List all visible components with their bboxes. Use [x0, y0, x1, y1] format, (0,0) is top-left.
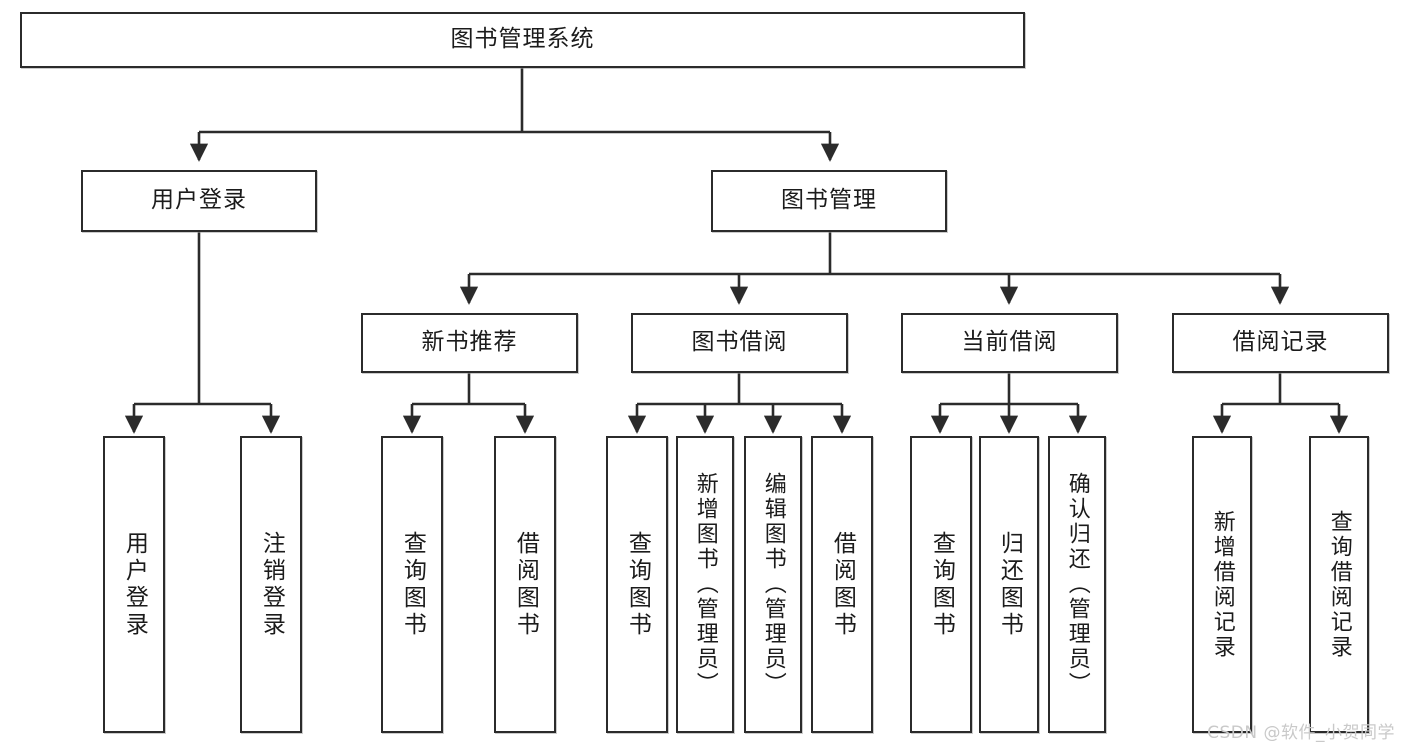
- leaf-borrow-book-recommend-label: 借阅图书: [512, 530, 539, 639]
- leaf-return-book-label: 归还图书: [996, 530, 1023, 639]
- leaf-query-book-current-label: 查询图书: [928, 530, 955, 639]
- node-root-label: 图书管理系统: [450, 26, 595, 53]
- leaf-query-borrow-record[interactable]: 查询借阅记录: [1309, 436, 1369, 733]
- leaf-query-book-borrow[interactable]: 查询图书: [606, 436, 668, 733]
- node-book-management[interactable]: 图书管理: [711, 170, 947, 232]
- node-borrow-record[interactable]: 借阅记录: [1172, 313, 1389, 373]
- leaf-add-borrow-record[interactable]: 新增借阅记录: [1192, 436, 1252, 733]
- leaf-logout-label: 注销登录: [258, 530, 285, 639]
- node-current-borrow-label: 当前借阅: [961, 329, 1058, 356]
- leaf-user-login[interactable]: 用户登录: [103, 436, 165, 733]
- leaf-add-book-admin-label: 新增图书（管理员）: [692, 472, 718, 697]
- leaf-edit-book-admin-label: 编辑图书（管理员）: [760, 472, 786, 697]
- leaf-borrow-book[interactable]: 借阅图书: [811, 436, 873, 733]
- node-current-borrow[interactable]: 当前借阅: [901, 313, 1118, 373]
- leaf-query-book-recommend[interactable]: 查询图书: [381, 436, 443, 733]
- leaf-query-book-recommend-label: 查询图书: [399, 530, 426, 639]
- node-new-book-recommend[interactable]: 新书推荐: [361, 313, 578, 373]
- leaf-query-borrow-record-label: 查询借阅记录: [1326, 509, 1352, 660]
- node-book-borrow[interactable]: 图书借阅: [631, 313, 848, 373]
- node-new-book-recommend-label: 新书推荐: [421, 329, 518, 356]
- node-user-login[interactable]: 用户登录: [81, 170, 317, 232]
- node-user-login-label: 用户登录: [151, 187, 247, 214]
- leaf-logout[interactable]: 注销登录: [240, 436, 302, 733]
- leaf-add-borrow-record-label: 新增借阅记录: [1209, 509, 1235, 660]
- leaf-borrow-book-label: 借阅图书: [829, 530, 856, 639]
- leaf-borrow-book-recommend[interactable]: 借阅图书: [494, 436, 556, 733]
- node-book-borrow-label: 图书借阅: [691, 329, 788, 356]
- node-borrow-record-label: 借阅记录: [1232, 329, 1329, 356]
- node-root[interactable]: 图书管理系统: [20, 12, 1025, 68]
- leaf-user-login-label: 用户登录: [121, 530, 148, 639]
- leaf-edit-book-admin[interactable]: 编辑图书（管理员）: [744, 436, 802, 733]
- leaf-query-book-current[interactable]: 查询图书: [910, 436, 972, 733]
- leaf-add-book-admin[interactable]: 新增图书（管理员）: [676, 436, 734, 733]
- node-book-management-label: 图书管理: [781, 187, 877, 214]
- leaf-confirm-return-admin-label: 确认归还（管理员）: [1064, 472, 1090, 697]
- leaf-return-book[interactable]: 归还图书: [979, 436, 1039, 733]
- leaf-query-book-borrow-label: 查询图书: [624, 530, 651, 639]
- leaf-confirm-return-admin[interactable]: 确认归还（管理员）: [1048, 436, 1106, 733]
